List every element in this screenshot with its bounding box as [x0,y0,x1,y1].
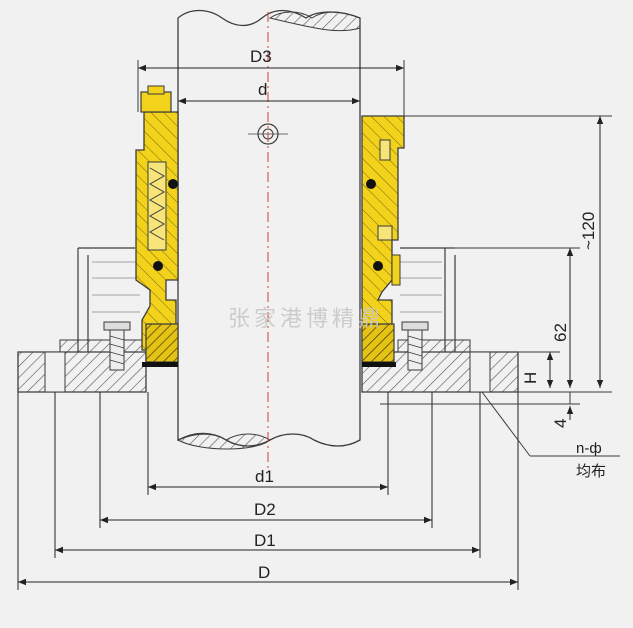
watermark-text: 张家港博精鼎 [228,306,384,331]
seal-chamber [77,247,456,352]
hole-callout: n-ф [576,440,602,457]
seal-assembly-right [361,115,405,367]
dim-d: d [258,80,267,99]
dim-h: H [521,372,540,384]
hole-distribution: 均布 [576,463,606,480]
dim-d1-outer: D1 [254,531,276,550]
dim-gap-4: 4 [551,419,570,428]
dim-height-62: 62 [551,323,570,342]
seal-assembly-left [135,85,179,367]
dimension-lines [17,60,620,590]
dim-d-outer: D [258,563,270,582]
shaft [176,9,361,450]
dim-d1: d1 [255,467,274,486]
gland-bolts [103,321,429,371]
dim-d3: D3 [250,47,272,66]
dim-length-total: ~120 [579,212,598,250]
dim-d2: D2 [254,500,276,519]
